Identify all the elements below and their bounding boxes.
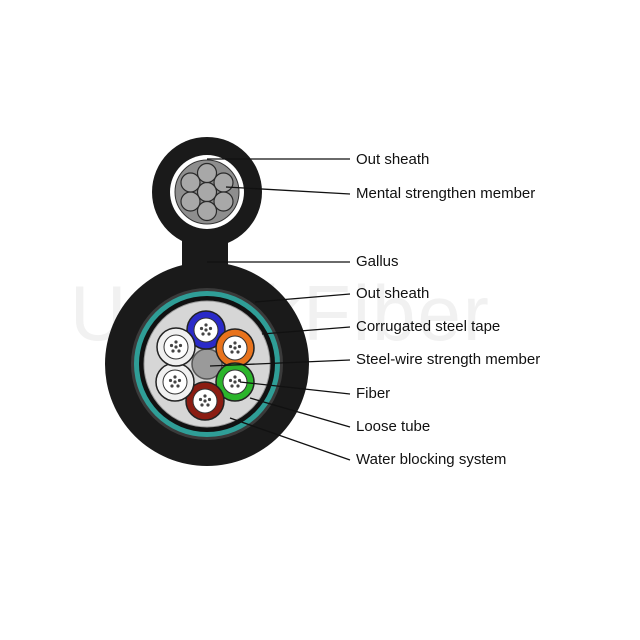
label-gallus: Gallus <box>356 253 399 270</box>
leader-steel-wire-strength-member <box>209 359 351 367</box>
loose-tube-green <box>215 362 255 402</box>
label-water-blocking-system: Water blocking system <box>356 451 507 468</box>
label-loose-tube: Loose tube <box>356 418 431 435</box>
leader-lines <box>207 158 351 461</box>
label-out-sheath-top: Out sheath <box>356 151 430 168</box>
label-steel-wire-strength-member: Steel-wire strength member <box>356 351 541 368</box>
label-corrugated-steel-tape: Corrugated steel tape <box>356 318 501 335</box>
loose-tube-orange <box>215 328 255 368</box>
loose-tube-white-upper <box>156 327 196 367</box>
loose-tubes <box>155 310 255 421</box>
leader-corrugated-steel-tape <box>261 326 351 335</box>
leader-fiber <box>239 381 351 395</box>
loose-tube-blue <box>186 310 226 350</box>
messenger-wires <box>180 162 234 222</box>
label-out-sheath: Out sheath <box>356 285 430 302</box>
leader-metal-strength-member <box>225 186 351 195</box>
leader-loose-tube <box>249 397 351 428</box>
loose-tube-white-lower <box>155 362 195 402</box>
leader-water-blocking-system <box>229 417 351 461</box>
label-metal-strength-member: Mental strengthen member <box>356 185 536 202</box>
loose-tube-brown <box>185 381 225 421</box>
label-fiber: Fiber <box>356 385 391 402</box>
leader-out-sheath <box>254 293 351 303</box>
